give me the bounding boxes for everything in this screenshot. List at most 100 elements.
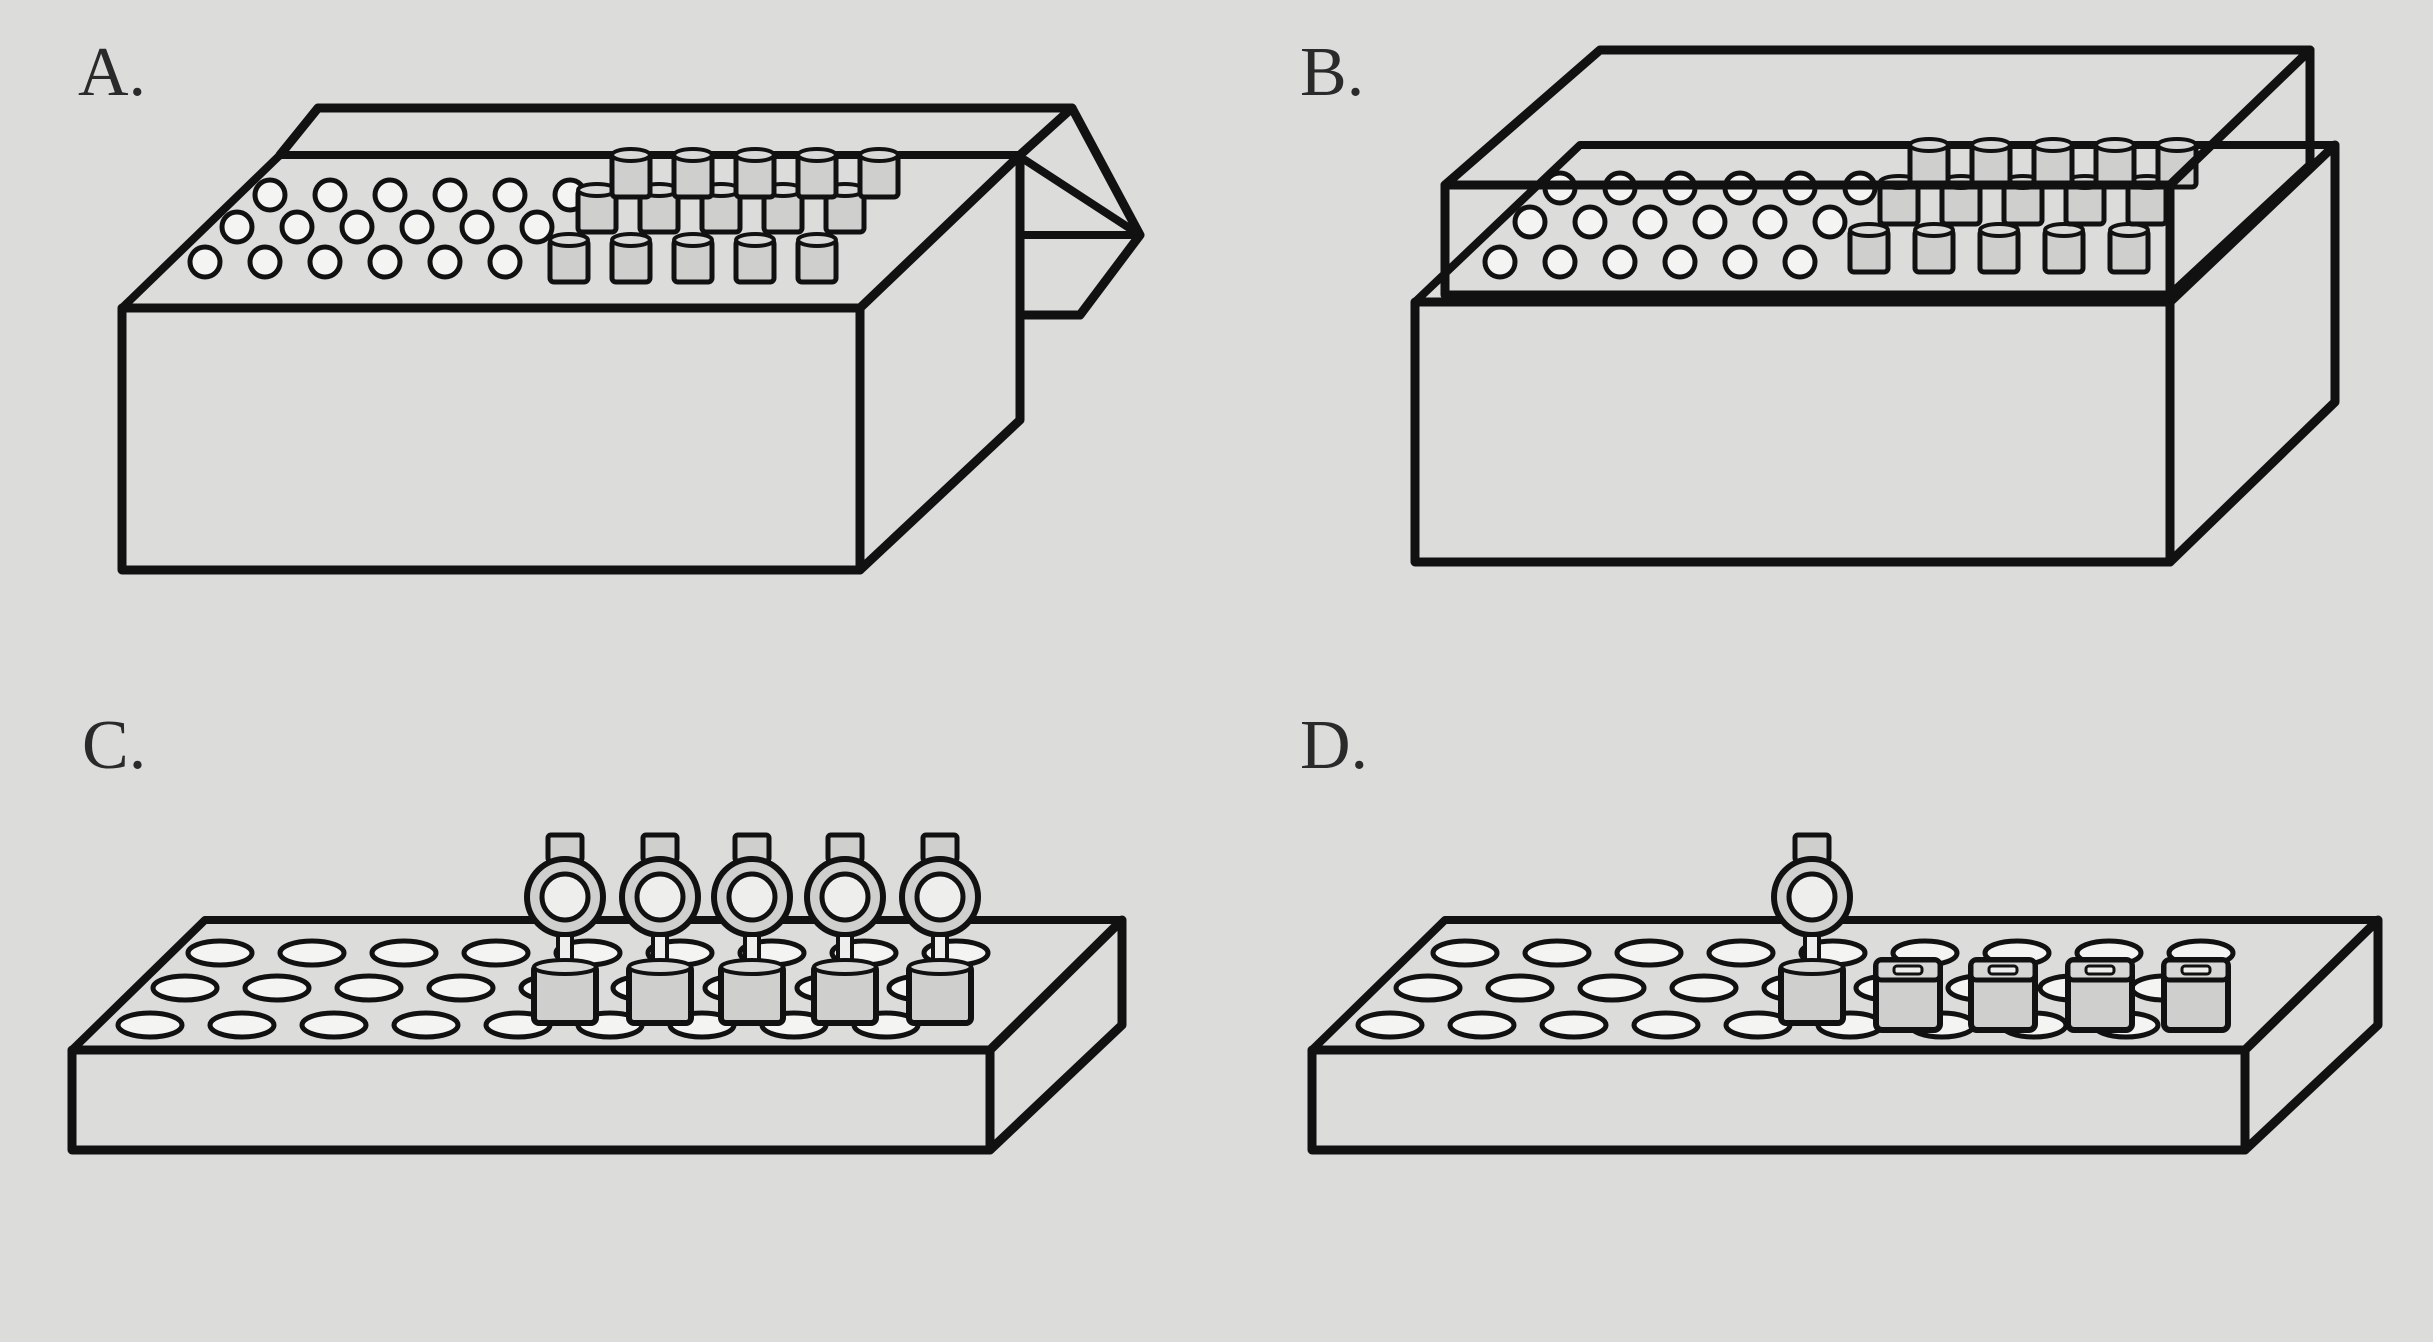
box-hole (372, 177, 408, 213)
box-hole (1602, 244, 1638, 280)
panel-d-tubes (1771, 832, 2231, 1033)
box-hole (1692, 204, 1728, 240)
panel-d-tube-rack (1307, 832, 2383, 1155)
panel-a: A. (78, 34, 1145, 575)
rack-hole (1355, 1010, 1425, 1040)
rack-hole (277, 938, 347, 968)
rack-hole (207, 1010, 277, 1040)
box-hole (307, 244, 343, 280)
box-hole (1542, 244, 1578, 280)
box-tube (547, 232, 591, 285)
box-tube (671, 147, 715, 200)
panel-a-storage-box (117, 103, 1145, 575)
box-hole (252, 177, 288, 213)
rack-hole (1430, 938, 1500, 968)
panel-b-tubes (1847, 137, 2199, 275)
tube-closed-3 (2065, 957, 2135, 1033)
rack-hole (461, 938, 531, 968)
rack-hole (1577, 973, 1647, 1003)
box-front-face (117, 303, 865, 575)
rack-hole (115, 1010, 185, 1040)
box-tube (733, 232, 777, 285)
box-hole (459, 209, 495, 245)
box-lid-open (275, 103, 1145, 320)
box-front-face (1410, 297, 2175, 567)
tube-open-cap-1 (524, 832, 606, 1026)
box-tube (2093, 137, 2137, 190)
rack-top-face (1308, 916, 2382, 1054)
tube-open-cap-5 (899, 832, 981, 1026)
box-tube (857, 147, 901, 200)
box-tube (795, 147, 839, 200)
box-tube (1912, 222, 1956, 275)
panel-c: C. (67, 707, 1127, 1155)
box-hole (1812, 204, 1848, 240)
box-hole (492, 177, 528, 213)
box-tube (2107, 222, 2151, 275)
box-lid-lifted (1440, 45, 2315, 300)
panel-c-label: C. (82, 707, 146, 784)
box-hole (1572, 204, 1608, 240)
rack-top-face (68, 916, 1126, 1054)
rack-hole (242, 973, 312, 1003)
box-hole (279, 209, 315, 245)
box-hole (1662, 244, 1698, 280)
box-side-face (2165, 140, 2340, 567)
tube-closed-4 (2161, 957, 2231, 1033)
box-hole (187, 244, 223, 280)
box-side-face (855, 150, 1025, 575)
rack-hole (1447, 1010, 1517, 1040)
box-hole (312, 177, 348, 213)
box-top-face (1411, 141, 2339, 306)
panel-a-tubes (547, 147, 901, 285)
box-tube (733, 147, 777, 200)
box-tube (2042, 222, 2086, 275)
box-tube (795, 232, 839, 285)
rack-front-face (1307, 1045, 2250, 1155)
panel-a-empty-holes (187, 177, 588, 280)
box-hole (339, 209, 375, 245)
panel-d: D. (1300, 707, 2383, 1155)
box-tube (1969, 137, 2013, 190)
rack-hole (1539, 1010, 1609, 1040)
rack-hole (1631, 1010, 1701, 1040)
panel-b-label: B. (1300, 34, 1364, 111)
box-hole (1782, 244, 1818, 280)
box-hole (1752, 204, 1788, 240)
rack-hole (1522, 938, 1592, 968)
rack-hole (1485, 973, 1555, 1003)
rack-hole (1706, 938, 1776, 968)
box-tube (1907, 137, 1951, 190)
box-hole (1512, 204, 1548, 240)
box-hole (487, 244, 523, 280)
panel-a-label: A. (78, 34, 146, 111)
rack-hole (1669, 973, 1739, 1003)
tube-open-cap-3 (711, 832, 793, 1026)
panel-d-label: D. (1300, 707, 1368, 784)
box-hole (519, 209, 555, 245)
box-hole (1722, 244, 1758, 280)
panel-b-storage-box (1410, 45, 2340, 567)
box-tube (609, 147, 653, 200)
box-hole (219, 209, 255, 245)
panel-b: B. (1300, 34, 2340, 567)
box-tube (2031, 137, 2075, 190)
rack-front-face (67, 1045, 995, 1155)
tube-open-cap-1 (1771, 832, 1853, 1026)
box-tube (1977, 222, 2021, 275)
rack-hole (1614, 938, 1684, 968)
rack-hole (299, 1010, 369, 1040)
panel-c-tube-rack (67, 832, 1127, 1155)
box-tube (1847, 222, 1891, 275)
tube-open-cap-4 (804, 832, 886, 1026)
rack-hole (334, 973, 404, 1003)
box-hole (432, 177, 468, 213)
rack-hole (1393, 973, 1463, 1003)
rack-hole (185, 938, 255, 968)
tube-open-cap-2 (619, 832, 701, 1026)
box-hole (367, 244, 403, 280)
tube-closed-2 (1968, 957, 2038, 1033)
rack-hole (369, 938, 439, 968)
panel-c-tubes-with-caps (524, 832, 981, 1026)
